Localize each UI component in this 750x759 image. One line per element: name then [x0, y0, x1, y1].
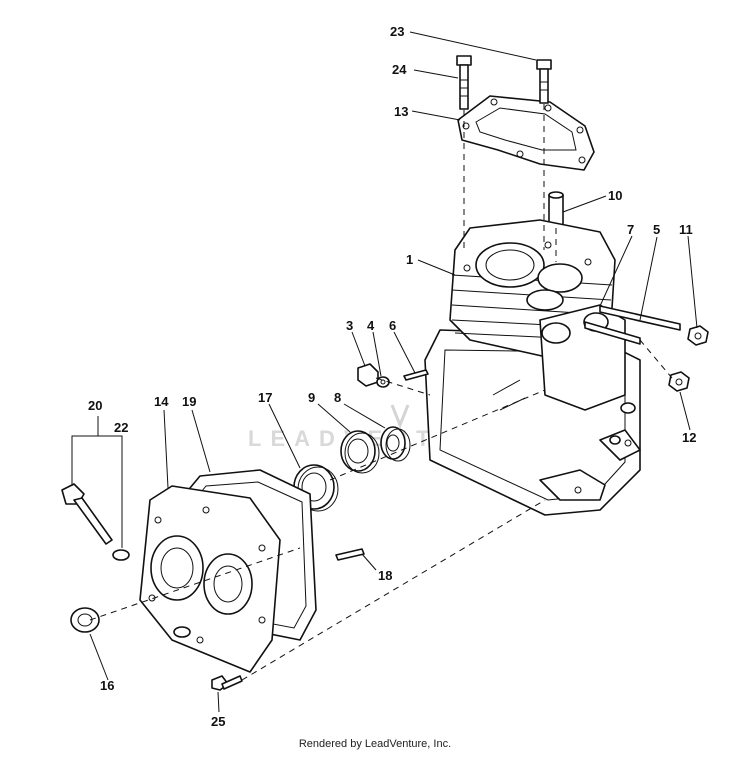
callout-13: 13 [394, 104, 408, 119]
callout-22: 22 [114, 420, 128, 435]
callout-25: 25 [211, 714, 225, 729]
bearing-part-9 [340, 430, 380, 474]
head-gasket-part-13 [457, 95, 595, 171]
callout-11: 11 [679, 222, 693, 237]
pin-part-6 [403, 369, 429, 381]
leader-lines [71, 31, 698, 713]
o-ring-part-22 [112, 549, 130, 561]
callout-24: 24 [392, 62, 407, 77]
callout-20: 20 [88, 398, 102, 413]
callout-23: 23 [390, 24, 404, 39]
callout-8: 8 [334, 390, 341, 405]
callout-labels: 23 24 13 10 1 7 5 11 3 4 6 12 20 14 19 1… [88, 24, 696, 729]
oil-seal-part-16 [70, 607, 100, 633]
callout-10: 10 [608, 188, 622, 203]
callout-6: 6 [389, 318, 396, 333]
nut-part-12 [668, 371, 690, 392]
callout-3: 3 [346, 318, 353, 333]
callout-17: 17 [258, 390, 272, 405]
head-bolt-left-part-24 [456, 55, 472, 110]
bearing-part-8 [380, 426, 411, 462]
dowel-pin-part-18 [335, 548, 365, 561]
callout-12: 12 [682, 430, 696, 445]
callout-19: 19 [182, 394, 196, 409]
callout-5: 5 [653, 222, 660, 237]
callout-7: 7 [627, 222, 634, 237]
dipstick-part-20 [61, 483, 113, 545]
stud-part-7 [584, 321, 641, 345]
callout-1: 1 [406, 252, 413, 267]
callout-14: 14 [154, 394, 169, 409]
cylinder-block-part-1 [424, 219, 641, 516]
callout-9: 9 [308, 390, 315, 405]
head-bolt-right-part-23 [536, 59, 552, 104]
assembly-lines [89, 104, 673, 681]
nut-part-11 [687, 325, 709, 346]
credit-line: Rendered by LeadVenture, Inc. [298, 738, 452, 750]
callout-18: 18 [378, 568, 392, 583]
breather-valve-part-3 [357, 363, 379, 387]
callout-4: 4 [367, 318, 375, 333]
bolt-part-25 [211, 675, 243, 691]
callout-16: 16 [100, 678, 114, 693]
